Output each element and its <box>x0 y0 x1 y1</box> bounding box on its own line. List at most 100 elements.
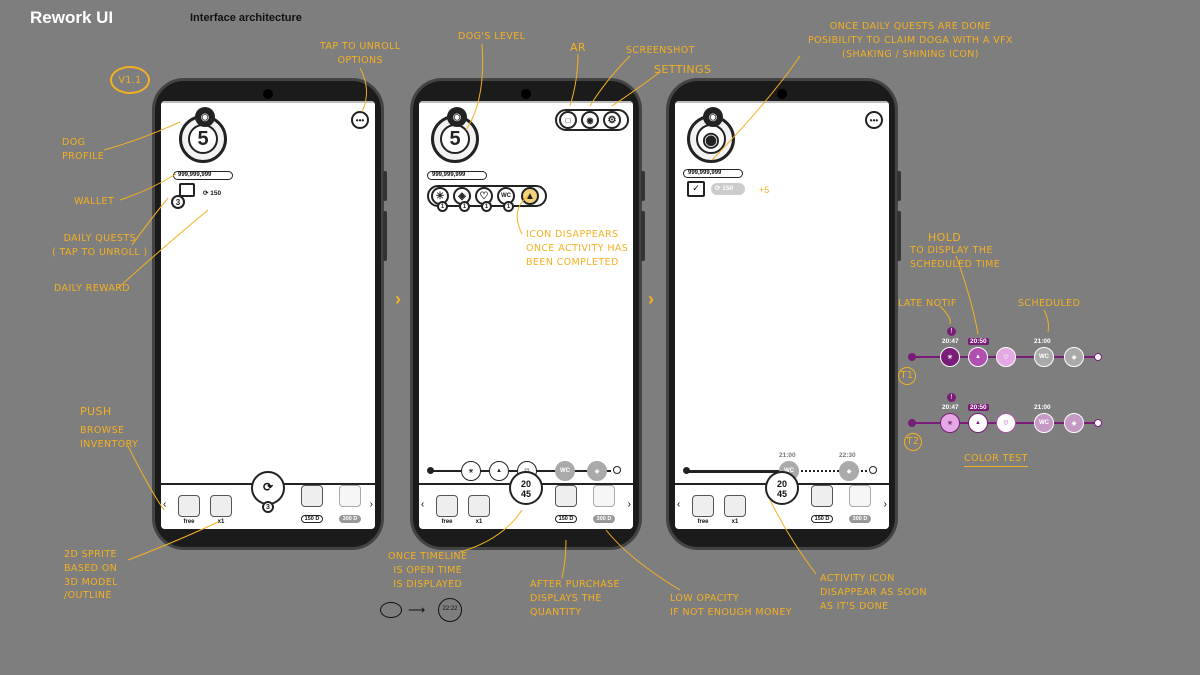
phone-2-screen: 5 ◉ □ ◉ ⚙ 999,999,999 ☀ ◈ ♡ WC ▲ 1 1 1 1… <box>419 101 633 529</box>
note-scheduled: SCHEDULED <box>1018 297 1080 311</box>
price-label: 300 D <box>593 515 616 523</box>
food-activity-node[interactable]: ▲ <box>968 347 988 367</box>
timeline-play-node[interactable]: ◈ <box>839 461 859 481</box>
activity-badge: 1 <box>481 201 492 212</box>
daily-reward[interactable]: ⟳ 150 <box>203 189 221 197</box>
timeline-clock[interactable]: 20 45 <box>509 471 543 505</box>
note-hold-desc: TO DISPLAY THE SCHEDULED TIME <box>910 244 1000 272</box>
settings-button[interactable]: ⚙ <box>603 111 621 129</box>
crate-icon <box>339 485 361 507</box>
time-label: 20:47 <box>942 338 959 345</box>
love-activity-node[interactable]: ♡ <box>996 347 1016 367</box>
shop-item-2[interactable]: 300 D <box>333 485 367 525</box>
dog-level: 5 <box>440 124 470 154</box>
page-subtitle: Interface architecture <box>190 12 302 24</box>
time-label: 20:47 <box>942 404 959 411</box>
timeline-time: 22:30 <box>839 452 856 459</box>
note-after-purchase: AFTER PURCHASE DISPLAYS THE QUANTITY <box>530 578 620 619</box>
timeline-play-node[interactable]: ◈ <box>587 461 607 481</box>
food-bag-icon <box>301 485 323 507</box>
time-sketch: 22:22 <box>438 598 462 622</box>
food-bag-icon <box>811 485 833 507</box>
late-activity-node[interactable]: ☀ <box>940 413 960 433</box>
note-wallet: WALLET <box>74 195 114 209</box>
timeline-clock[interactable]: 20 45 <box>765 471 799 505</box>
page-title: Rework UI <box>30 8 113 28</box>
shop-item-1[interactable]: 150 D <box>549 485 583 525</box>
ar-button[interactable]: □ <box>559 111 577 129</box>
play-activity-node[interactable]: ◈ <box>1064 413 1084 433</box>
shop-item-2[interactable]: 300 D <box>843 485 877 525</box>
reward-bonus: +5 <box>759 185 769 195</box>
note-dogs-level: DOG'S LEVEL <box>458 30 525 44</box>
wallet: 999,999,999 <box>173 171 233 180</box>
timer-minutes: 45 <box>767 489 797 499</box>
shop-item-1[interactable]: 150 D <box>805 485 839 525</box>
inventory-item-bone[interactable]: free <box>175 495 203 525</box>
time-label: 20:50 <box>968 404 989 411</box>
inventory-item-food[interactable]: x1 <box>465 495 493 525</box>
phone-3: ◉ ◉ ••• 999,999,999 ✓ ⟳ 150 +5 21:00 22:… <box>666 78 898 550</box>
dog-level: 5 <box>188 124 218 154</box>
inventory-item-bone[interactable]: free <box>433 495 461 525</box>
chevron-right-icon[interactable]: › <box>370 499 373 510</box>
late-alert-icon: ! <box>947 327 956 336</box>
phone-1: 5 ◉ ••• 999,999,999 3 ⟳ 150 ‹ › free x1 … <box>152 78 384 550</box>
late-alert-icon: ! <box>947 393 956 402</box>
chevron-right-icon[interactable]: › <box>628 499 631 510</box>
inventory-item-food[interactable]: x1 <box>721 495 749 525</box>
note-late-notif: LATE NOTIF <box>898 297 957 311</box>
time-label: 21:00 <box>1034 404 1051 411</box>
screenshot-button[interactable]: ◉ <box>581 111 599 129</box>
wc-activity-node[interactable]: WC <box>1034 413 1054 433</box>
timeline-toggle-button[interactable]: ⟳ <box>251 471 285 505</box>
note-browse: BROWSE INVENTORY <box>80 424 138 452</box>
love-activity-node[interactable]: ♡ <box>996 413 1016 433</box>
food-bag-icon <box>210 495 232 517</box>
dog-icon: ◉ <box>703 107 723 127</box>
more-options-button[interactable]: ••• <box>351 111 369 129</box>
timeline-food-node[interactable]: ▲ <box>489 461 509 481</box>
timeline-wc-node[interactable]: WC <box>555 461 575 481</box>
price-label: 300 D <box>849 515 872 523</box>
daily-reward-claim[interactable]: ⟳ 150 <box>711 183 745 195</box>
wc-activity-node[interactable]: WC <box>1034 347 1054 367</box>
chevron-left-icon[interactable]: ‹ <box>421 499 424 510</box>
food-bag-icon <box>468 495 490 517</box>
note-ar: AR <box>570 40 586 56</box>
phone-3-screen: ◉ ◉ ••• 999,999,999 ✓ ⟳ 150 +5 21:00 22:… <box>675 101 889 529</box>
timeline-time: 21:00 <box>779 452 796 459</box>
activity-badge: 1 <box>459 201 470 212</box>
chevron-left-icon[interactable]: ‹ <box>163 499 166 510</box>
crate-icon <box>849 485 871 507</box>
food-activity-button[interactable]: ▲ <box>521 187 539 205</box>
note-tap-unroll: TAP TO UNROLL OPTIONS <box>320 40 401 68</box>
chevron-left-icon[interactable]: ‹ <box>677 499 680 510</box>
more-options-button[interactable]: ••• <box>865 111 883 129</box>
note-dog-profile: DOG PROFILE <box>62 136 104 164</box>
shop-item-1[interactable]: 150 D <box>295 485 329 525</box>
note-daily-quests: DAILY QUESTS ( TAP TO UNROLL ) <box>52 232 148 260</box>
track-start <box>908 353 916 361</box>
play-activity-node[interactable]: ◈ <box>1064 347 1084 367</box>
food-activity-node[interactable]: ▲ <box>968 413 988 433</box>
note-settings: SETTINGS <box>654 62 711 78</box>
calendar-check-icon[interactable]: ✓ <box>687 181 705 197</box>
note-daily-reward: DAILY REWARD <box>54 282 130 296</box>
timeline-walk-node[interactable]: ☀ <box>461 461 481 481</box>
bone-icon <box>692 495 714 517</box>
inventory-item-bone[interactable]: free <box>689 495 717 525</box>
version-tag: V1.1 <box>110 66 150 94</box>
shop-item-2[interactable]: 300 D <box>587 485 621 525</box>
note-screenshot: SCREENSHOT <box>626 44 695 58</box>
wallet: 999,999,999 <box>683 169 743 178</box>
arrow-right-icon: ⟶ <box>408 603 425 617</box>
late-activity-node[interactable]: ☀ <box>940 347 960 367</box>
chevron-right-icon[interactable]: › <box>884 499 887 510</box>
note-timeline-open: ONCE TIMELINE IS OPEN TIME IS DISPLAYED <box>388 550 467 591</box>
timeline-end <box>613 466 621 474</box>
inventory-item-food[interactable]: x1 <box>207 495 235 525</box>
phone-2: 5 ◉ □ ◉ ⚙ 999,999,999 ☀ ◈ ♡ WC ▲ 1 1 1 1… <box>410 78 642 550</box>
timeline-start <box>683 467 690 474</box>
wallet: 999,999,999 <box>427 171 487 180</box>
